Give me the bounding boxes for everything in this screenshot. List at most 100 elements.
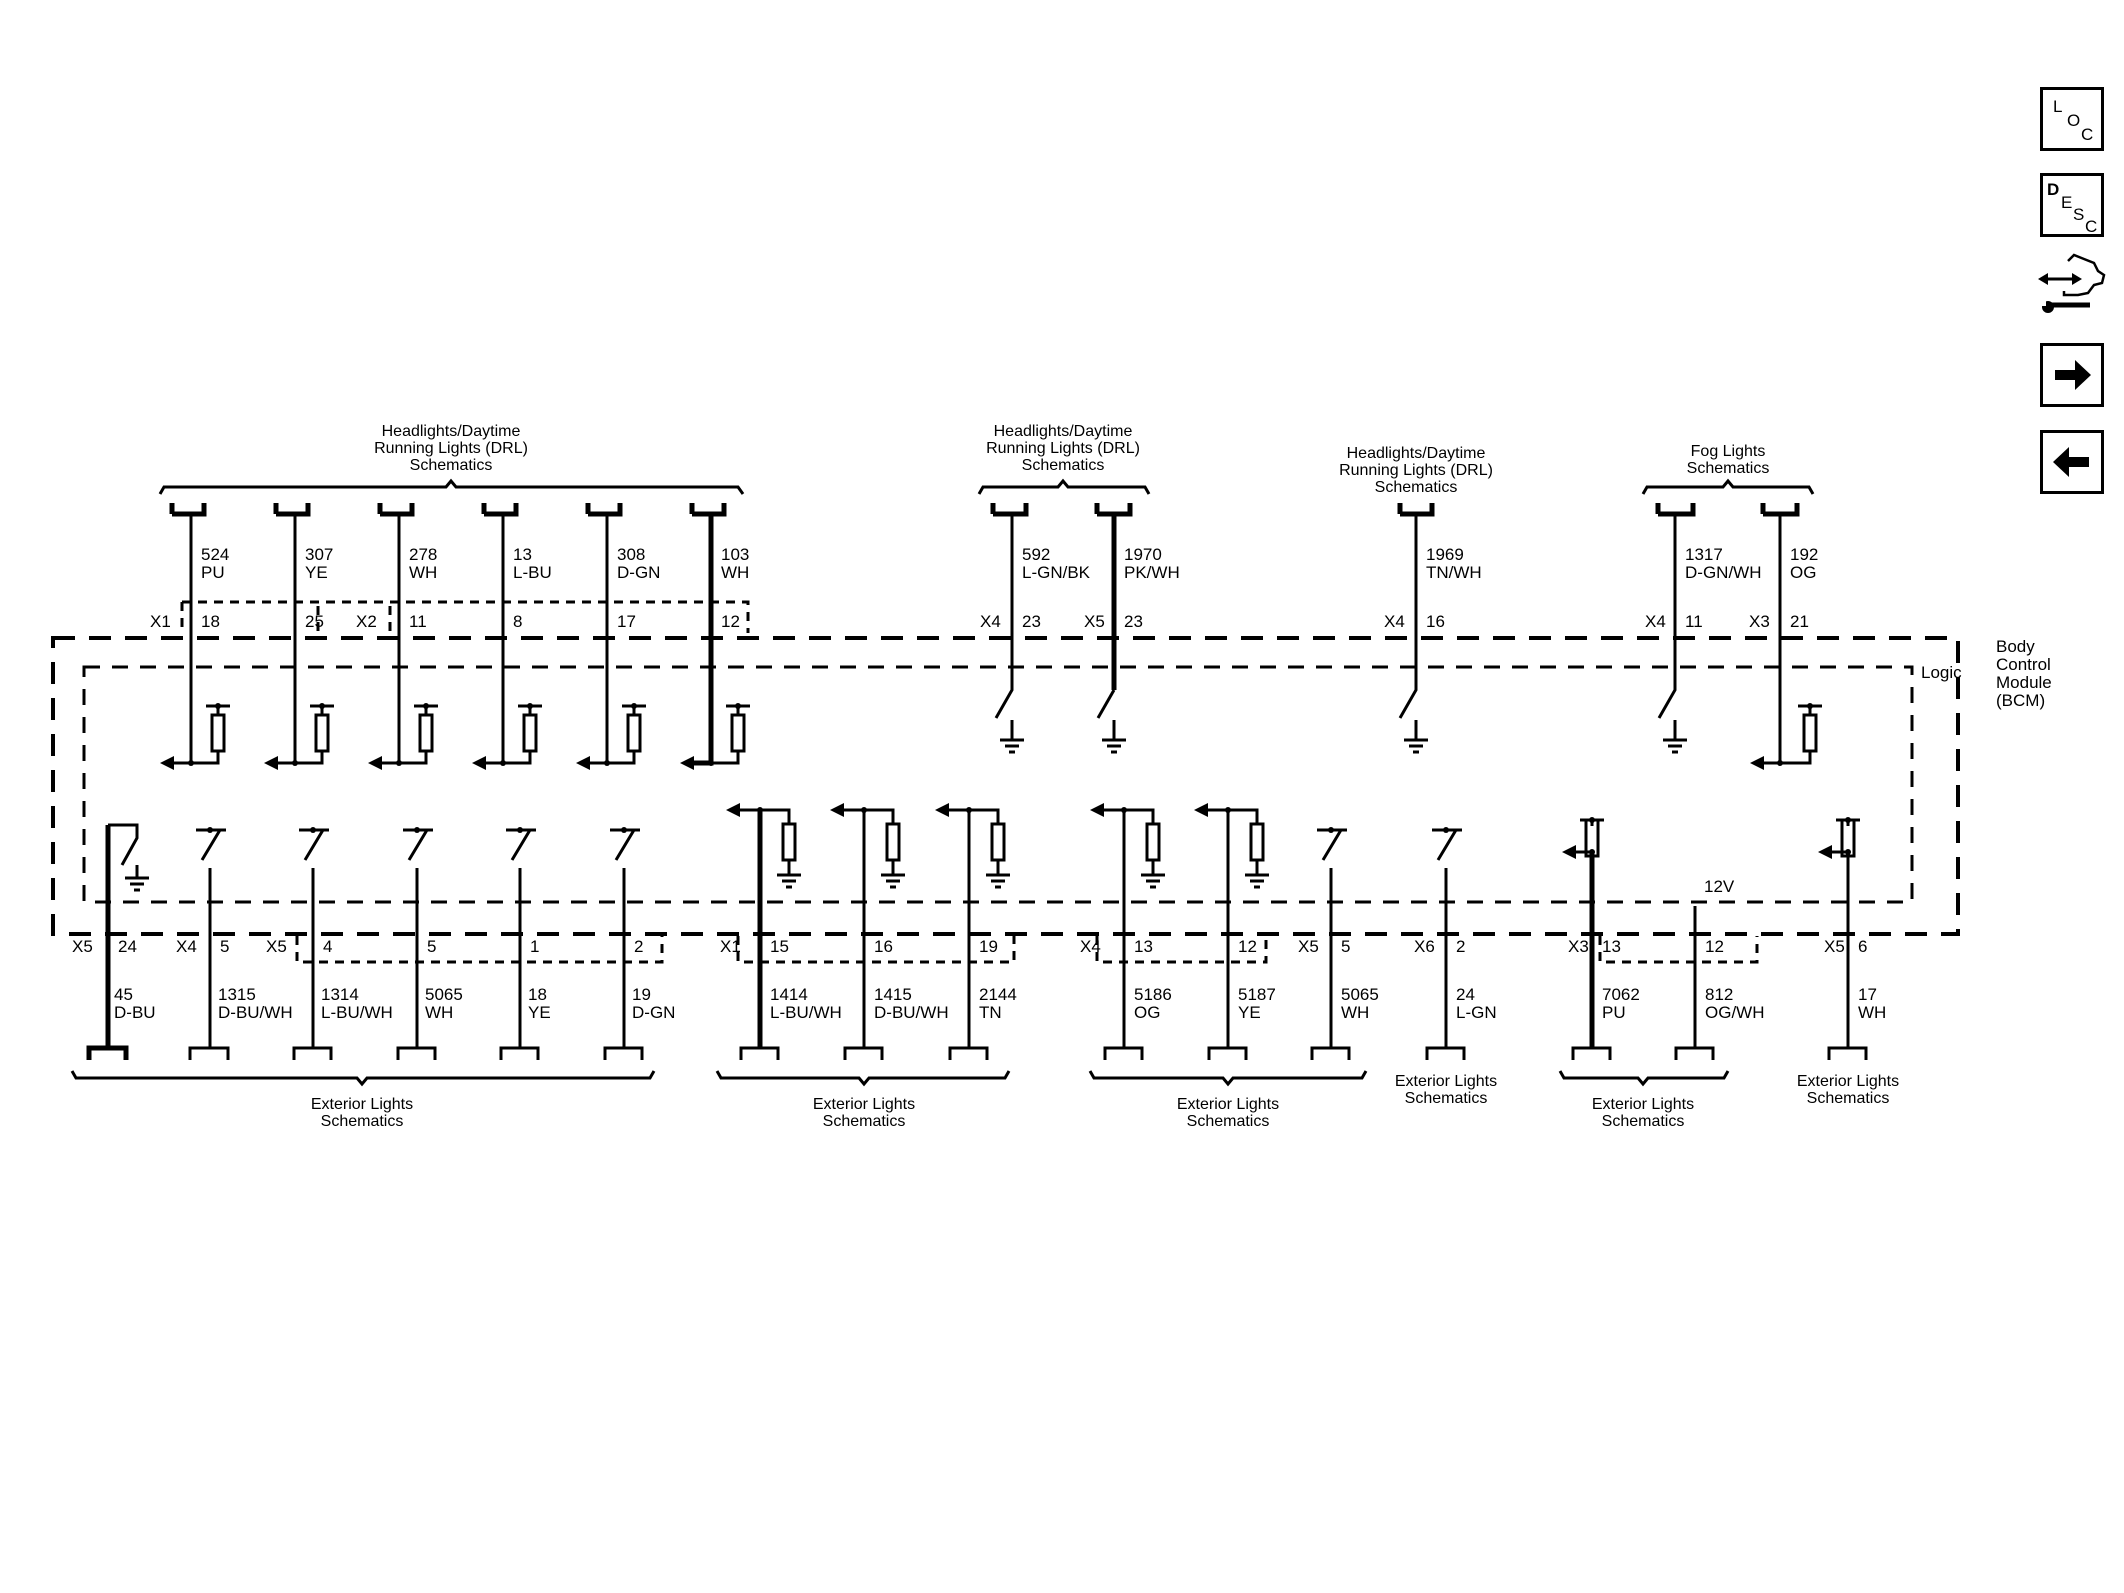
group-brace xyxy=(158,478,745,495)
group-caption: Schematics xyxy=(1602,1113,1685,1130)
connector-end-view-icon xyxy=(2038,253,2106,313)
circuit-number: 18 xyxy=(528,985,547,1004)
pin-number: 16 xyxy=(874,937,893,956)
circuit-number: 308 xyxy=(617,545,645,564)
connector-outline-x1 xyxy=(736,936,1016,964)
description-button[interactable]: D E S C xyxy=(2040,173,2104,237)
connector-id: X5 xyxy=(72,937,93,956)
circuit-number: 1969 xyxy=(1426,545,1464,564)
top-wire-1969: 1969 TN/WH X4 16 xyxy=(1384,503,1482,754)
bottom-wire-5065-a: 5 5065 WH xyxy=(396,827,463,1060)
top-wire-1317: 1317 D-GN/WH X4 11 xyxy=(1645,503,1761,754)
connector-id: X5 xyxy=(1824,937,1845,956)
pin-number: 17 xyxy=(617,612,636,631)
group-caption: Schematics xyxy=(321,1113,404,1130)
pin-number: 19 xyxy=(979,937,998,956)
bcm-label-line-4: (BCM) xyxy=(1996,691,2045,710)
circuit-number: 45 xyxy=(114,985,133,1004)
pin-number: 5 xyxy=(220,937,229,956)
top-wire-278: 278 WH X2 11 xyxy=(356,503,438,770)
bottom-wire-5186: X4 13 5186 OG xyxy=(1080,803,1172,1060)
pin-number: 6 xyxy=(1858,937,1867,956)
wire-color: L-BU/WH xyxy=(321,1003,393,1022)
group-caption: Exterior Lights xyxy=(1177,1096,1279,1113)
pin-number: 12 xyxy=(1705,937,1724,956)
group-brace xyxy=(1558,1070,1730,1087)
top-group-headlights-drl-2: Headlights/Daytime Running Lights (DRL) … xyxy=(977,423,1151,495)
wire-color: OG xyxy=(1134,1003,1160,1022)
group-caption: Running Lights (DRL) xyxy=(986,440,1140,457)
wire-color: WH xyxy=(721,563,749,582)
bottom-wire-1315: X4 5 1315 D-BU/WH xyxy=(176,827,293,1060)
wire-color: WH xyxy=(425,1003,453,1022)
group-caption: Schematics xyxy=(1807,1090,1890,1107)
wire-color: WH xyxy=(409,563,437,582)
bottom-wire-2144: 19 2144 TN xyxy=(935,803,1017,1060)
pin-number: 5 xyxy=(1341,937,1350,956)
connector-outline-divider xyxy=(180,602,392,633)
bcm-label-line-1: Body xyxy=(1996,637,2035,656)
group-brace xyxy=(1641,478,1815,495)
connector-id: X5 xyxy=(266,937,287,956)
circuit-number: 812 xyxy=(1705,985,1733,1004)
top-wire-103: 103 WH 12 xyxy=(680,503,750,770)
previous-page-button[interactable] xyxy=(2040,430,2104,494)
wire-color: PU xyxy=(201,563,225,582)
pin-number: 2 xyxy=(634,937,643,956)
top-wire-13: 13 L-BU 8 xyxy=(472,503,552,770)
circuit-number: 307 xyxy=(305,545,333,564)
group-caption: Exterior Lights xyxy=(311,1096,413,1113)
group-caption: Fog Lights xyxy=(1691,443,1766,460)
location-button[interactable]: L O C xyxy=(2040,87,2104,151)
wire-color: L-BU xyxy=(513,563,552,582)
group-caption: Exterior Lights xyxy=(1797,1073,1899,1090)
circuit-number: 592 xyxy=(1022,545,1050,564)
bottom-group-exterior-lights-5: Exterior Lights Schematics xyxy=(1558,1070,1730,1130)
pin-number: 21 xyxy=(1790,612,1809,631)
circuit-number: 5186 xyxy=(1134,985,1172,1004)
pin-number: 4 xyxy=(323,937,332,956)
top-group-headlights-drl-3: Headlights/Daytime Running Lights (DRL) … xyxy=(1339,445,1493,496)
pin-number: 12 xyxy=(1238,937,1257,956)
top-wire-307: 307 YE 25 xyxy=(264,503,334,770)
circuit-number: 278 xyxy=(409,545,437,564)
connector-id: X5 xyxy=(1298,937,1319,956)
arrow-left-icon xyxy=(2053,447,2089,477)
connector-end-view-button[interactable] xyxy=(2038,253,2108,329)
group-brace xyxy=(1088,1070,1368,1087)
wire-color: L-BU/WH xyxy=(770,1003,842,1022)
circuit-number: 1315 xyxy=(218,985,256,1004)
group-caption: Schematics xyxy=(1375,479,1458,496)
bottom-group-exterior-lights-3: Exterior Lights Schematics xyxy=(1088,1070,1368,1130)
bcm-module-boundary xyxy=(51,636,1960,936)
connector-id: X4 xyxy=(1645,612,1666,631)
connector-outline-x1-x2 xyxy=(182,600,750,633)
bottom-wire-1414: X1 15 1414 L-BU/WH xyxy=(720,803,842,1060)
connector-id: X1 xyxy=(150,612,171,631)
wire-color: OG xyxy=(1790,563,1816,582)
wire-color: YE xyxy=(305,563,328,582)
circuit-number: 1970 xyxy=(1124,545,1162,564)
circuit-number: 5065 xyxy=(425,985,463,1004)
connector-id: X4 xyxy=(176,937,197,956)
pin-number: 5 xyxy=(427,937,436,956)
loc-letter: O xyxy=(2067,111,2081,130)
pin-number: 23 xyxy=(1022,612,1041,631)
circuit-number: 5065 xyxy=(1341,985,1379,1004)
wire-color: D-GN/WH xyxy=(1685,563,1761,582)
group-caption: Schematics xyxy=(823,1113,906,1130)
connector-outline-x3 xyxy=(1598,936,1759,964)
pin-number: 12 xyxy=(721,612,740,631)
next-page-button[interactable] xyxy=(2040,343,2104,407)
connector-id: X6 xyxy=(1414,937,1435,956)
connector-id: X4 xyxy=(1080,937,1101,956)
arrow-right-icon xyxy=(2055,360,2091,390)
bottom-wire-1314: X5 4 1314 L-BU/WH xyxy=(266,827,393,1060)
top-wire-1970: 1970 PK/WH X5 23 xyxy=(1084,503,1180,754)
connector-outline-x4 xyxy=(1095,936,1268,964)
bottom-wire-5065-b: X5 5 5065 WH xyxy=(1298,827,1379,1060)
connector-id: X4 xyxy=(1384,612,1405,631)
logic-label: Logic xyxy=(1921,663,1962,682)
circuit-number: 13 xyxy=(513,545,532,564)
